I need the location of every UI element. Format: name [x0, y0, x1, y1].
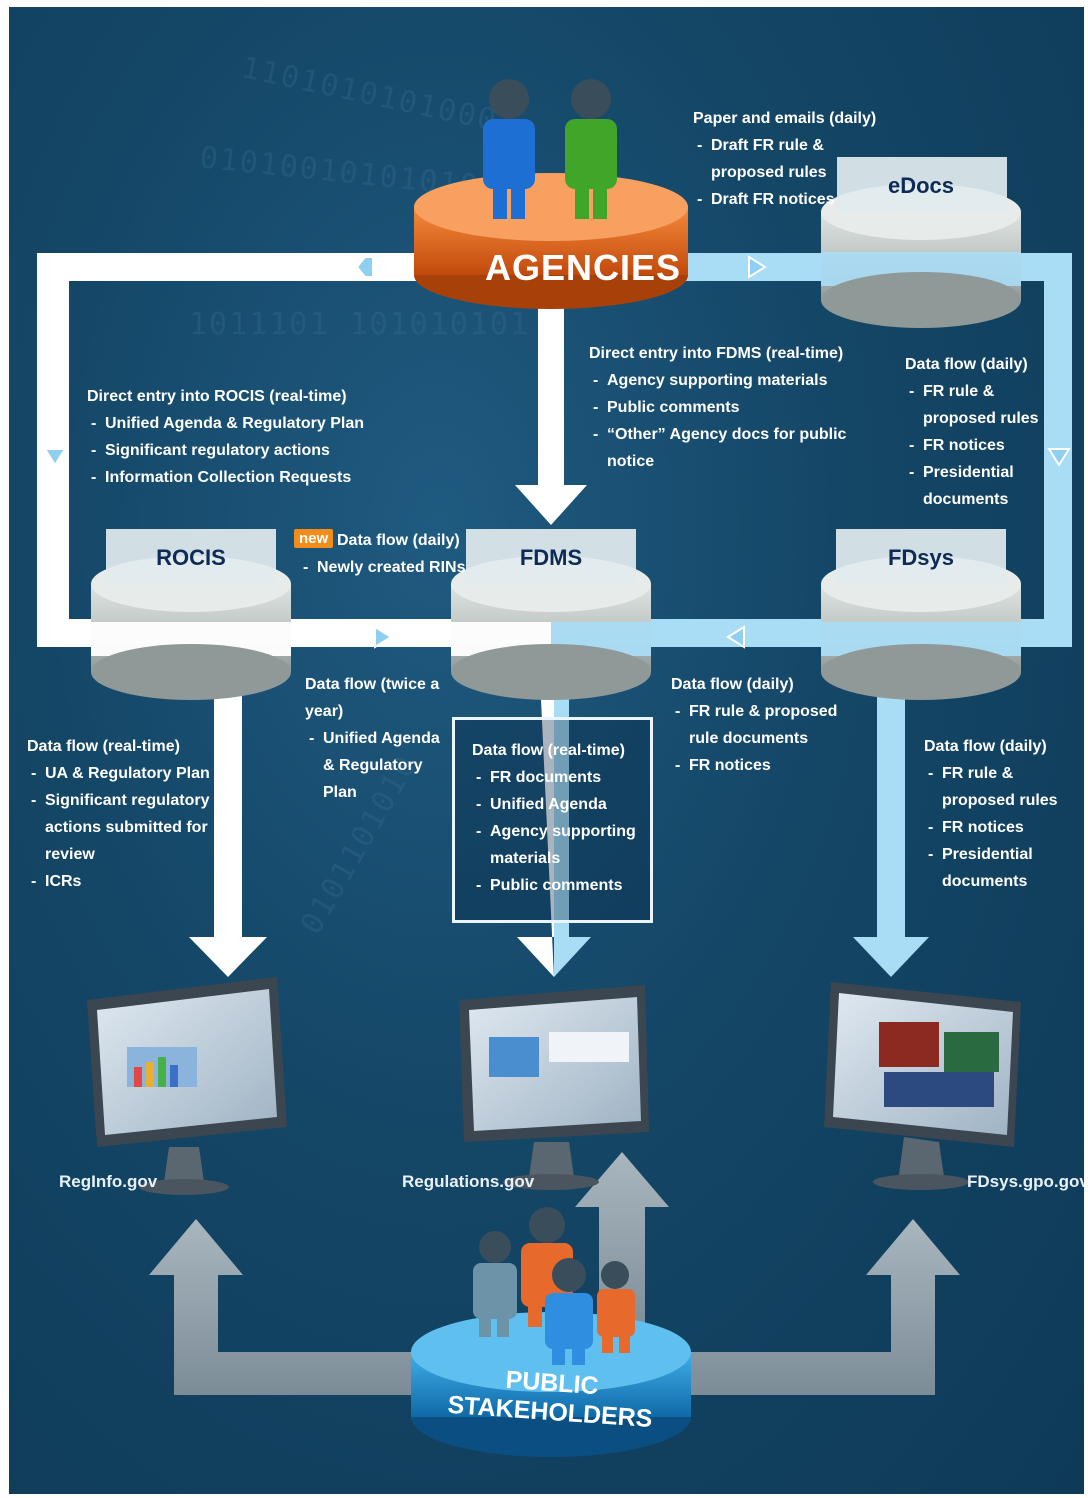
flow-edocs-to-fdsys: Data flow (daily) FR rule & proposed rul… — [905, 351, 1040, 513]
flow-fdms-to-regulations: Data flow (real-time) FR documents Unifi… — [472, 737, 642, 899]
background-binary-decoration: 1011101 101010101 — [189, 307, 531, 342]
flow-title: Data flow (real-time) — [472, 742, 625, 759]
flow-item: Significant regulatory actions — [87, 437, 377, 464]
flow-rocis-to-reginfo: Data flow (real-time) UA & Regulatory Pl… — [27, 733, 212, 895]
chevron-down-icon — [1047, 448, 1071, 467]
fdms-database — [451, 529, 651, 700]
flow-fdsys-to-gpo: Data flow (daily) FR rule & proposed rul… — [924, 733, 1074, 895]
agencies-label: AGENCIES — [485, 247, 682, 288]
agencies-people-icon — [483, 79, 617, 219]
flow-fdms-to-rocis: Data flow (daily) Newly created RINs — [299, 527, 479, 581]
flow-item: FR rule & proposed rules — [924, 760, 1074, 814]
chevron-left-icon — [355, 256, 374, 278]
chevron-right-icon — [748, 255, 767, 279]
diagram-canvas: 1101010101000 0101001010101010 1011101 1… — [9, 7, 1084, 1494]
public-to-fdsys-gpo-arrow — [684, 1219, 960, 1395]
flow-title: Paper and emails (daily) — [693, 110, 877, 127]
rocis-label: ROCIS — [156, 545, 226, 570]
flow-title: Data flow (twice a year) — [305, 676, 440, 720]
edocs-label: eDocs — [887, 173, 955, 198]
chevron-down-icon — [43, 448, 67, 467]
flow-item: Unified Agenda & Regulatory Plan — [305, 725, 455, 806]
agencies-to-fdms-arrow — [515, 307, 587, 525]
fdsys-label: FDsys — [887, 545, 955, 570]
flow-item: Draft FR notices — [693, 186, 893, 213]
flow-item: ICRs — [27, 868, 212, 895]
public-people-icon — [473, 1207, 635, 1365]
flow-item: Unified Agenda — [472, 791, 642, 818]
flow-item: Information Collection Requests — [87, 464, 377, 491]
flow-item: FR notices — [671, 752, 841, 779]
fdms-to-regulations-arrow-left — [517, 657, 554, 977]
chevron-right-icon — [374, 625, 393, 649]
flow-title: Data flow (daily) — [905, 356, 1028, 373]
flow-item: UA & Regulatory Plan — [27, 760, 212, 787]
public-arrows — [149, 1152, 960, 1395]
flow-paper-emails: Paper and emails (daily) Draft FR rule &… — [693, 105, 893, 213]
flow-item: Agency supporting materials — [472, 818, 642, 872]
flow-item: Significant regulatory actions submitted… — [27, 787, 212, 868]
fdsys-database — [821, 529, 1021, 700]
flow-item: FR notices — [924, 814, 1074, 841]
reginfo-monitor — [87, 977, 287, 1195]
regulations-monitor — [459, 985, 649, 1190]
flow-item: Unified Agenda & Regulatory Plan — [87, 410, 377, 437]
rocis-database — [91, 529, 291, 700]
flow-title: Data flow (daily) — [671, 676, 794, 693]
flow-item: Presidential documents — [924, 841, 1074, 895]
flow-item: FR rule & proposed rules — [905, 378, 1040, 432]
flow-direct-rocis: Direct entry into ROCIS (real-time) Unif… — [87, 383, 377, 491]
flow-title: Direct entry into FDMS (real-time) — [589, 345, 844, 362]
flow-item: Agency supporting materials — [589, 367, 889, 394]
flow-item: FR documents — [472, 764, 642, 791]
flow-item: FR rule & proposed rule documents — [671, 698, 841, 752]
flow-item: Public comments — [589, 394, 889, 421]
rocis-to-reginfo-arrow — [189, 657, 267, 977]
flow-item: “Other” Agency docs for public notice — [589, 421, 889, 475]
fdsys-gpo-site-label: FDsys.gpo.gov — [967, 1172, 1084, 1191]
new-badge: new — [294, 529, 334, 548]
public-to-reginfo-arrow — [149, 1219, 439, 1395]
flow-title: Data flow (real-time) — [27, 738, 180, 755]
chevron-left-icon — [726, 625, 745, 649]
flow-item: Newly created RINs — [299, 554, 479, 581]
regulations-site-label: Regulations.gov — [402, 1172, 535, 1191]
fdms-label: FDMS — [519, 545, 583, 570]
agencies-disc — [414, 173, 688, 309]
flow-fdsys-to-fdms: Data flow (daily) FR rule & proposed rul… — [671, 671, 841, 779]
flow-title: Data flow (daily) — [924, 738, 1047, 755]
reginfo-site-label: RegInfo.gov — [59, 1172, 158, 1191]
public-to-regulations-arrow — [575, 1152, 669, 1342]
flow-item: Presidential documents — [905, 459, 1040, 513]
public-stakeholders-disc — [411, 1312, 691, 1457]
flow-item: FR notices — [905, 432, 1040, 459]
fdsys-gpo-monitor — [824, 982, 1021, 1190]
flow-item: Public comments — [472, 872, 642, 899]
fdsys-to-gpo-arrow — [853, 657, 929, 977]
flow-title: Data flow (daily) — [337, 532, 460, 549]
flow-rocis-to-fdms: Data flow (twice a year) Unified Agenda … — [305, 671, 455, 806]
flow-direct-fdms: Direct entry into FDMS (real-time) Agenc… — [589, 340, 889, 475]
flow-title: Direct entry into ROCIS (real-time) — [87, 388, 347, 405]
flow-item: Draft FR rule & proposed rules — [693, 132, 893, 186]
